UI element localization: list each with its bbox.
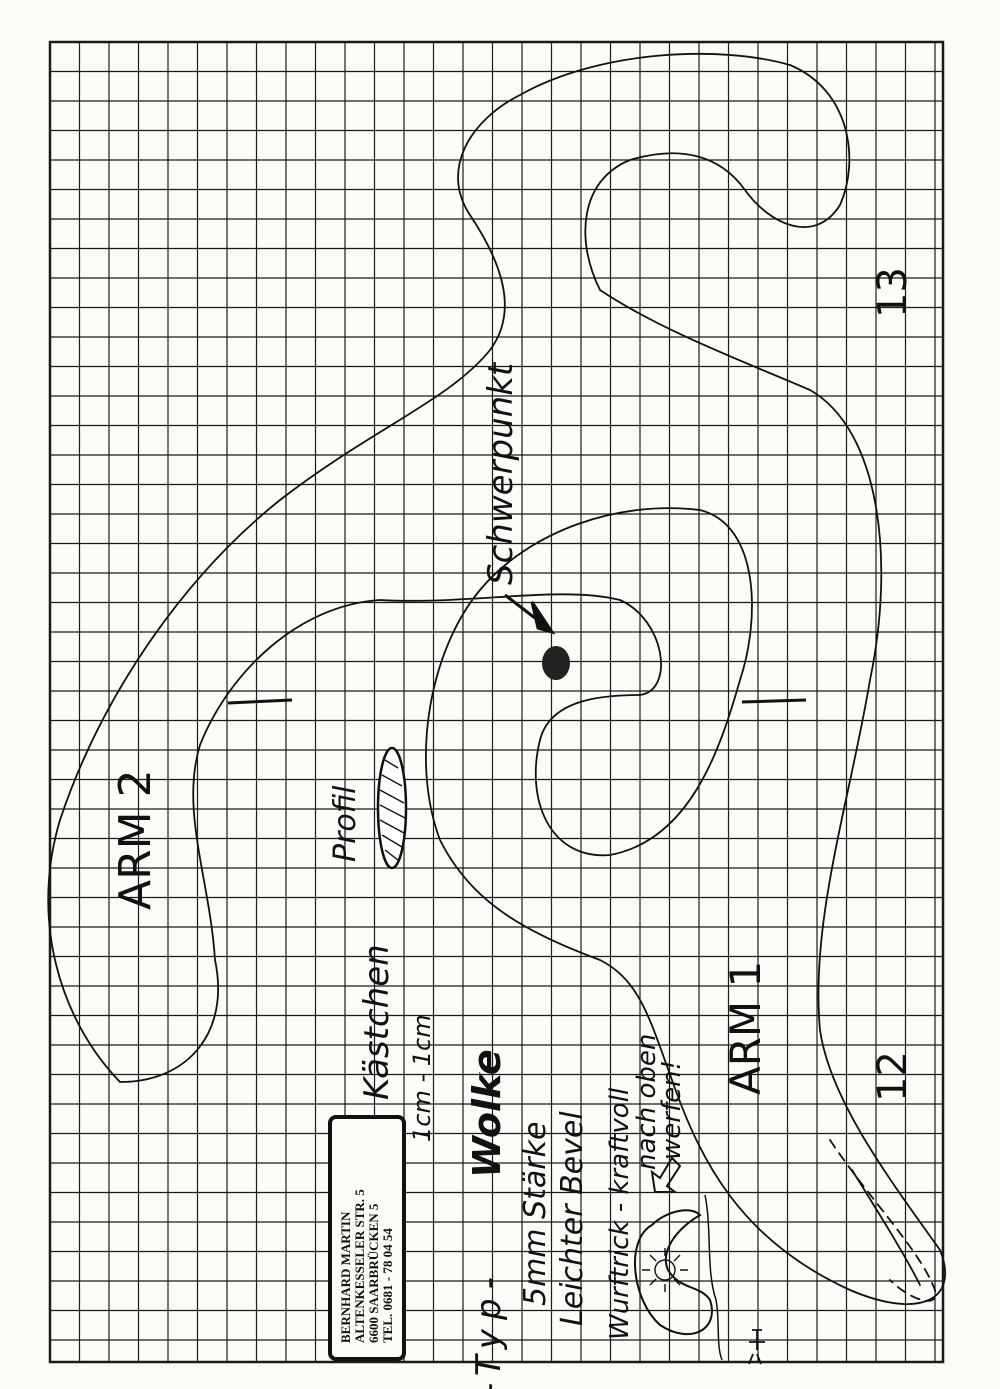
throw-arrow-icon	[650, 1156, 682, 1193]
profil-label: Profil	[328, 785, 363, 862]
grid-number-12: 12	[870, 1051, 916, 1102]
horizon-line	[704, 1194, 723, 1361]
arm1-center-mark	[741, 698, 807, 704]
arm2-label: ARM 2	[110, 769, 161, 910]
boomerang-outline	[47, 52, 946, 1305]
arm2-center-mark	[227, 698, 293, 705]
bevel-label: Leichter Bevel	[555, 1111, 590, 1326]
stamp-line3: 6600 SAARBRÜCKEN 5	[366, 1203, 381, 1343]
profile-hatching	[379, 759, 406, 861]
wurftrick-label-line2: nach oben	[632, 1034, 662, 1170]
kaestchen-label: Kästchen	[357, 944, 397, 1100]
center-of-gravity-arrow	[504, 593, 556, 635]
stamp-border	[328, 1115, 406, 1361]
center-of-gravity-dot	[542, 646, 570, 680]
wurftrick-label-line3: werfen!	[657, 1060, 687, 1160]
boomerang-outer-edge	[47, 52, 946, 1305]
schwerpunkt-label: Schwerpunkt	[481, 361, 521, 585]
throw-sketch-boomerang	[634, 1209, 713, 1335]
center-lines	[227, 698, 807, 705]
stamp-line1: BERNHARD MARTIN	[338, 1211, 353, 1343]
typ-name-label: Wolke	[465, 1049, 509, 1178]
throw-stickfigure-icon	[748, 1329, 765, 1365]
typ-prefix-label: -Typ-	[469, 1277, 509, 1389]
wurftrick-label-line1: Wurftrick - kraftvoll	[605, 1087, 635, 1340]
scale-label: 1cm - 1cm	[408, 1014, 436, 1142]
sun-icon	[642, 1248, 688, 1292]
staerke-label: 5mm Stärke	[518, 1122, 553, 1306]
stamp-line2: ALTENKESSELER STR. 5	[352, 1189, 367, 1343]
stamp-line4: TEL. 0681 - 78 04 54	[380, 1228, 395, 1343]
arm1-inner-curve	[851, 1169, 921, 1286]
grid-number-13: 13	[870, 267, 916, 318]
profile-cross-section	[376, 746, 408, 870]
throw-sketch	[634, 1156, 765, 1365]
grid-border	[48, 40, 945, 1364]
arm1-label: ARM 1	[721, 961, 770, 1095]
address-stamp: BERNHARD MARTIN ALTENKESSELER STR. 5 660…	[328, 1115, 406, 1361]
